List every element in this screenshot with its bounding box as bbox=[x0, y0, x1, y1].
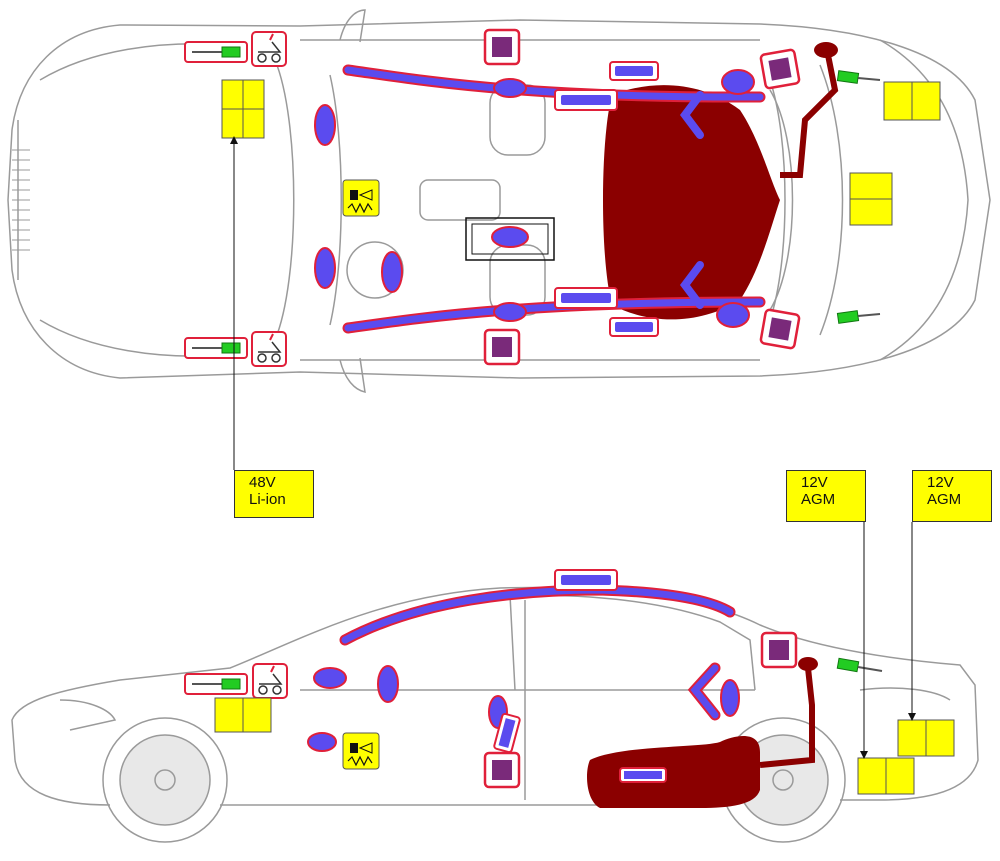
crash-sensors-side bbox=[483, 631, 798, 789]
label-12v-agm-b: 12V AGM bbox=[912, 470, 992, 522]
crash-sensors-top bbox=[483, 28, 801, 366]
fuel-tank-top bbox=[603, 85, 780, 320]
airbags-side bbox=[307, 665, 740, 752]
fuel-cap-side bbox=[798, 657, 818, 671]
fuel-tank-side bbox=[587, 736, 760, 808]
crash-sensor-icon-top bbox=[342, 179, 380, 217]
fuel-cap-top bbox=[814, 42, 838, 58]
batteries-side bbox=[214, 697, 955, 795]
fuel-filler-pipe-top bbox=[780, 54, 839, 178]
label-12v-a-type: AGM bbox=[801, 491, 836, 508]
antennas-top bbox=[184, 41, 881, 359]
label-48v-voltage: 48V bbox=[249, 474, 276, 491]
curtain-airbag-side bbox=[339, 569, 736, 646]
antennas-side bbox=[184, 657, 883, 695]
label-48v-li-ion: 48V Li-ion bbox=[234, 470, 314, 518]
pretensioners-top bbox=[554, 61, 659, 337]
label-48v-type: Li-ion bbox=[249, 491, 286, 508]
batteries-top bbox=[221, 79, 941, 226]
label-12v-b-voltage: 12V bbox=[927, 474, 954, 491]
label-12v-a-voltage: 12V bbox=[801, 474, 828, 491]
wheels-side bbox=[102, 717, 846, 843]
curtain-airbags-top bbox=[342, 64, 766, 334]
fuel-filler-pipe-side bbox=[759, 667, 815, 768]
label-12v-b-type: AGM bbox=[927, 491, 962, 508]
airbags-top bbox=[314, 69, 755, 328]
label-12v-agm-a: 12V AGM bbox=[786, 470, 866, 522]
center-airbag-frame bbox=[465, 217, 555, 261]
pedestrian-protection-icons-top bbox=[251, 31, 287, 367]
pedestrian-protection-icon-side bbox=[252, 663, 288, 699]
crash-sensor-icon-side bbox=[342, 732, 380, 770]
